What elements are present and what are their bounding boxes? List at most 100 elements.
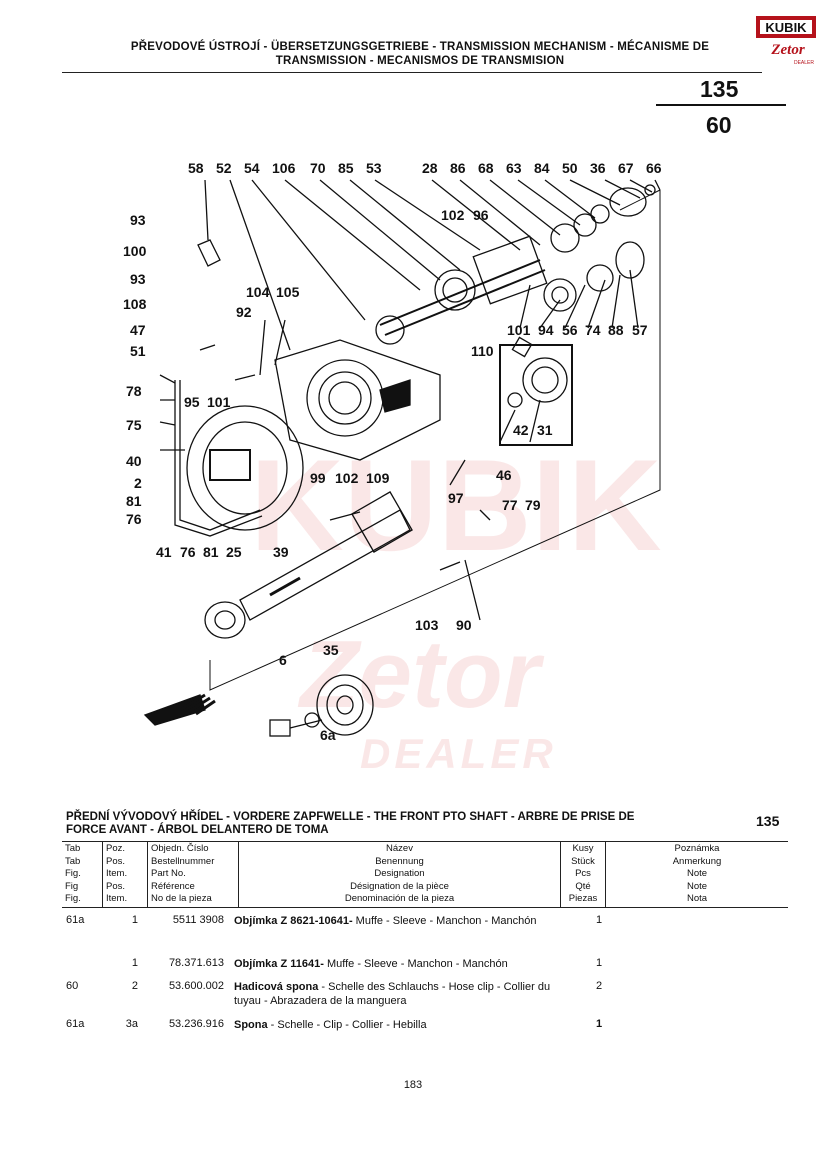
- svg-text:56: 56: [562, 322, 578, 338]
- row-part-number: 5511 3908: [172, 914, 224, 926]
- svg-text:40: 40: [126, 453, 142, 469]
- row-quantity: 1: [595, 1018, 603, 1030]
- svg-text:84: 84: [534, 160, 550, 176]
- section-title: PŘEDNÍ VÝVODOVÝ HŘÍDEL - VORDERE ZAPFWEL…: [66, 811, 726, 837]
- svg-text:110: 110: [471, 343, 494, 359]
- document-title: PŘEVODOVÉ ÚSTROJÍ - ÜBERSETZUNGSGETRIEBE…: [90, 40, 750, 68]
- row-position: 3a: [125, 1018, 138, 1030]
- svg-text:86: 86: [450, 160, 466, 176]
- svg-text:46: 46: [496, 467, 512, 483]
- svg-text:88: 88: [608, 322, 624, 338]
- svg-text:39: 39: [273, 544, 289, 560]
- svg-text:94: 94: [538, 322, 554, 338]
- svg-text:36: 36: [590, 160, 606, 176]
- svg-text:105: 105: [276, 284, 300, 300]
- svg-text:63: 63: [506, 160, 522, 176]
- document-title-line2: TRANSMISSION - MECANISMOS DE TRANSMISION: [275, 55, 565, 67]
- kubik-zetor-logo: KUBIK Zetor DEALER: [756, 16, 816, 66]
- svg-text:42: 42: [513, 422, 529, 438]
- svg-text:41: 41: [156, 544, 172, 560]
- svg-text:75: 75: [126, 417, 142, 433]
- row-name: Hadicová spona - Schelle des Schlauchs -…: [234, 981, 551, 1007]
- svg-text:92: 92: [236, 304, 252, 320]
- row-quantity: 2: [595, 980, 603, 992]
- svg-text:99: 99: [310, 470, 326, 486]
- svg-text:85: 85: [338, 160, 354, 176]
- svg-text:68: 68: [478, 160, 494, 176]
- svg-text:102: 102: [441, 207, 465, 223]
- row-position: 1: [131, 957, 138, 969]
- svg-text:106: 106: [272, 160, 296, 176]
- svg-text:KUBIK: KUBIK: [765, 20, 807, 35]
- svg-text:100: 100: [123, 243, 147, 259]
- row-tab: 61a: [66, 914, 85, 926]
- svg-text:109: 109: [366, 470, 390, 486]
- svg-text:54: 54: [244, 160, 260, 176]
- svg-text:101: 101: [207, 394, 231, 410]
- row-part-number: 53.600.002: [168, 980, 224, 992]
- svg-text:93: 93: [130, 271, 146, 287]
- svg-text:104: 104: [246, 284, 270, 300]
- svg-text:102: 102: [335, 470, 359, 486]
- svg-text:58: 58: [188, 160, 204, 176]
- page-number-rule: [656, 104, 786, 106]
- svg-text:66: 66: [646, 160, 662, 176]
- svg-text:81: 81: [126, 493, 142, 509]
- row-tab: 60: [66, 980, 79, 992]
- section-title-line1: PŘEDNÍ VÝVODOVÝ HŘÍDEL - VORDERE ZAPFWEL…: [66, 811, 635, 823]
- svg-text:81: 81: [203, 544, 219, 560]
- svg-text:90: 90: [456, 617, 472, 633]
- svg-text:101: 101: [507, 322, 531, 338]
- row-position: 1: [131, 914, 138, 926]
- svg-text:96: 96: [473, 207, 489, 223]
- svg-text:95: 95: [184, 394, 200, 410]
- svg-text:51: 51: [130, 343, 146, 359]
- svg-text:53: 53: [366, 160, 382, 176]
- svg-text:47: 47: [130, 322, 146, 338]
- svg-text:76: 76: [180, 544, 196, 560]
- svg-text:97: 97: [448, 490, 464, 506]
- svg-text:76: 76: [126, 511, 142, 527]
- row-position: 2: [131, 980, 138, 992]
- svg-text:77: 77: [502, 497, 518, 513]
- svg-text:52: 52: [216, 160, 232, 176]
- watermark-kubik: KUBIK: [250, 432, 662, 578]
- row-quantity: 1: [595, 957, 603, 969]
- section-number: 135: [756, 813, 780, 829]
- svg-text:Zetor: Zetor: [770, 42, 804, 58]
- svg-text:70: 70: [310, 160, 326, 176]
- document-title-line1: PŘEVODOVÉ ÚSTROJÍ - ÜBERSETZUNGSGETRIEBE…: [130, 41, 710, 53]
- row-name: Objímka Z 11641- Muffe - Sleeve - Mancho…: [234, 958, 508, 970]
- row-tab: 61a: [66, 1018, 85, 1030]
- svg-text:31: 31: [537, 422, 553, 438]
- svg-text:35: 35: [323, 642, 339, 658]
- svg-text:57: 57: [632, 322, 648, 338]
- watermark-dealer: DEALER: [360, 730, 557, 777]
- svg-text:103: 103: [415, 617, 439, 633]
- row-part-number: 78.371.613: [168, 957, 224, 969]
- svg-text:6: 6: [279, 652, 287, 668]
- svg-text:DEALER: DEALER: [794, 60, 814, 66]
- header-rule: [62, 72, 762, 73]
- svg-text:50: 50: [562, 160, 578, 176]
- row-name: Spona - Schelle - Clip - Collier - Hebil…: [234, 1019, 427, 1031]
- section-title-line2: FORCE AVANT - ÁRBOL DELANTERO DE TOMA: [66, 824, 329, 836]
- watermark-zetor: Zetor: [300, 621, 540, 728]
- svg-text:25: 25: [226, 544, 242, 560]
- page-number: 183: [403, 1079, 423, 1091]
- row-name: Objímka Z 8621-10641- Muffe - Sleeve - M…: [234, 915, 537, 927]
- svg-text:6a: 6a: [320, 727, 336, 743]
- svg-text:67: 67: [618, 160, 634, 176]
- row-part-number: 53.236.916: [168, 1018, 224, 1030]
- svg-text:108: 108: [123, 296, 147, 312]
- row-quantity: 1: [595, 914, 603, 926]
- header-position: Poz.Pos. Item.Pos. Item.: [102, 841, 148, 908]
- svg-text:28: 28: [422, 160, 438, 176]
- svg-text:93: 93: [130, 212, 146, 228]
